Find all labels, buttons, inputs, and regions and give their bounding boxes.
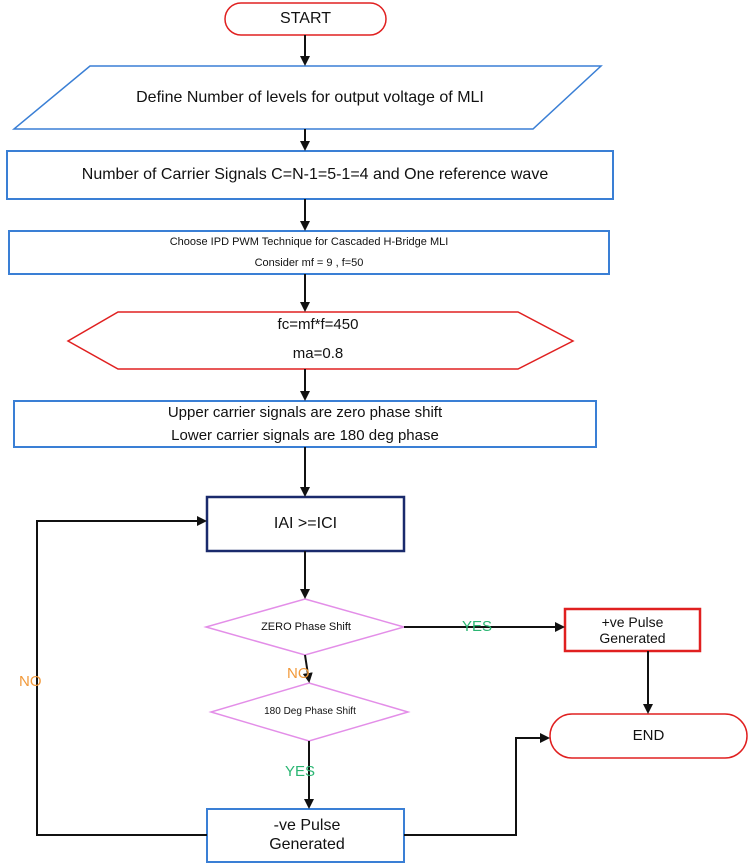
edge-yes-zero: YES: [462, 618, 493, 635]
edge-no-loop: NO: [19, 673, 42, 690]
compare-label: IAI >=ICI: [273, 514, 338, 532]
deg180-label: 180 Deg Phase Shift: [264, 706, 356, 718]
end-label: END: [632, 727, 665, 745]
edge-no-zero: NO: [287, 665, 310, 682]
carriers-process-box: [6, 150, 614, 200]
define-levels-parallelogram: [11, 65, 603, 130]
define-levels-label: Define Number of levels for output volta…: [136, 88, 484, 106]
connector-neg-end: [404, 733, 550, 836]
fc-line1: fc=mf*f=450: [277, 316, 359, 334]
carriers-label: Number of Carrier Signals C=N-1=5-1=4 an…: [81, 165, 549, 183]
zero-phase-label: ZERO Phase Shift: [261, 620, 351, 633]
edge-yes-deg180: YES: [285, 763, 316, 780]
fc-line2: ma=0.8: [292, 345, 344, 363]
technique-line1: Choose IPD PWM Technique for Cascaded H-…: [169, 235, 449, 248]
fc-preparation-hexagon: [66, 311, 575, 370]
connector-zero-deg180: [302, 654, 313, 683]
end-terminator: [549, 713, 748, 759]
start-label: START: [280, 9, 331, 27]
neg-pulse-label: -ve Pulse Generated: [269, 817, 345, 853]
connector-neg-loop-compare: [36, 516, 207, 836]
technique-line2: Consider mf = 9 , f=50: [254, 256, 364, 269]
pos-pulse-box: [563, 607, 702, 653]
phase-process-box: [13, 400, 597, 448]
connectors: [36, 35, 653, 836]
phase-line2: Lower carrier signals are 180 deg phase: [171, 427, 439, 445]
technique-process-box: [8, 230, 610, 275]
phase-line1: Upper carrier signals are zero phase shi…: [167, 404, 443, 422]
compare-process-box: [205, 495, 406, 553]
pos-pulse-label: +ve Pulse Generated: [599, 613, 666, 646]
